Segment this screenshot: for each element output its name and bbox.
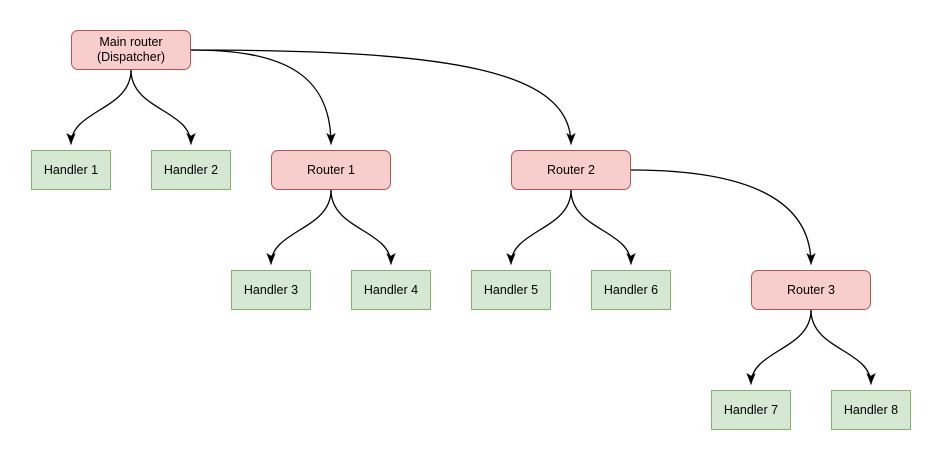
node-handler-8[interactable]: Handler 8 — [831, 390, 911, 430]
edge-main-router-to-router-2 — [190, 49, 576, 145]
node-label-handler-2: Handler 2 — [163, 162, 219, 177]
node-handler-5[interactable]: Handler 5 — [471, 270, 551, 310]
node-router-3[interactable]: Router 3 — [751, 270, 871, 310]
node-router-1[interactable]: Router 1 — [271, 150, 391, 190]
node-handler-3[interactable]: Handler 3 — [231, 270, 311, 310]
node-label-handler-6: Handler 6 — [603, 282, 659, 297]
edge-router-2-to-handler-5 — [506, 189, 572, 265]
node-handler-4[interactable]: Handler 4 — [351, 270, 431, 310]
node-label-handler-8: Handler 8 — [843, 402, 899, 417]
edge-main-router-to-router-1 — [190, 49, 336, 145]
edge-router-3-to-handler-8 — [810, 309, 876, 385]
node-label-handler-3: Handler 3 — [243, 282, 299, 297]
node-main-router[interactable]: Main router (Dispatcher) — [71, 30, 191, 70]
edge-main-router-to-handler-1 — [66, 69, 132, 145]
node-label-handler-4: Handler 4 — [363, 282, 419, 297]
node-handler-7[interactable]: Handler 7 — [711, 390, 791, 430]
edge-group — [66, 49, 876, 385]
edge-router-3-to-handler-7 — [746, 309, 812, 385]
edge-main-router-to-handler-2 — [130, 69, 196, 145]
node-handler-1[interactable]: Handler 1 — [31, 150, 111, 190]
node-label-handler-1: Handler 1 — [43, 162, 99, 177]
node-label-main-router: Main router (Dispatcher) — [96, 35, 166, 64]
node-handler-2[interactable]: Handler 2 — [151, 150, 231, 190]
node-router-2[interactable]: Router 2 — [511, 150, 631, 190]
edge-router-1-to-handler-3 — [266, 189, 332, 265]
node-label-router-3: Router 3 — [787, 282, 835, 297]
edge-router-1-to-handler-4 — [330, 189, 396, 265]
edge-router-2-to-handler-6 — [570, 189, 636, 265]
node-handler-6[interactable]: Handler 6 — [591, 270, 671, 310]
edge-router-2-to-router-3 — [630, 169, 816, 265]
node-label-handler-7: Handler 7 — [723, 402, 779, 417]
node-label-router-1: Router 1 — [307, 162, 355, 177]
node-label-router-2: Router 2 — [547, 162, 595, 177]
node-label-handler-5: Handler 5 — [483, 282, 539, 297]
